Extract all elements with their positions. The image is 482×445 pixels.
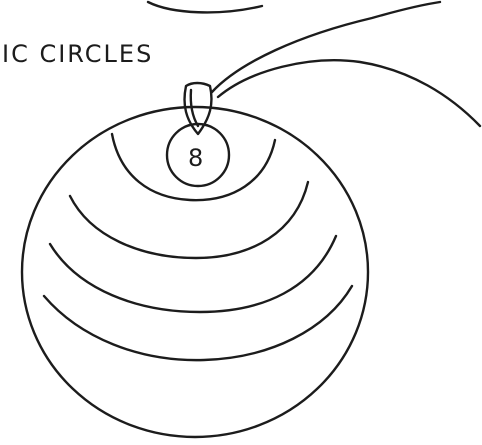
concentric-arc-3 xyxy=(50,236,336,312)
leader-line-lower xyxy=(218,60,480,126)
concentric-arc-2 xyxy=(70,182,308,258)
top-arc-fragment xyxy=(148,2,262,12)
center-number: 8 xyxy=(188,144,203,172)
heading-label: IC CIRCLES xyxy=(2,40,153,68)
concentric-arc-4 xyxy=(44,286,352,360)
